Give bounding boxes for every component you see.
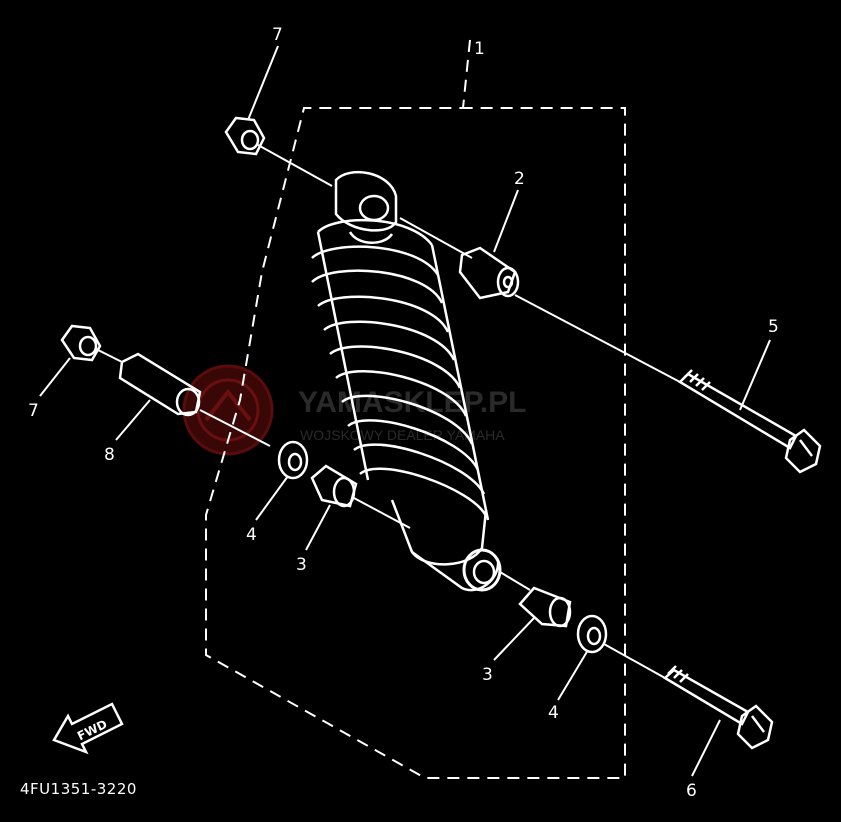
spacer-part-8 xyxy=(118,352,202,417)
shock-absorber xyxy=(311,170,502,592)
callout-1: 1 xyxy=(474,39,485,59)
collar-part-3-left xyxy=(310,464,358,508)
axis-lines xyxy=(97,144,681,679)
callout-4-right: 4 xyxy=(548,703,559,723)
washer-part-4-right xyxy=(576,614,608,654)
callout-7-top: 7 xyxy=(272,25,283,45)
callout-7-left: 7 xyxy=(28,401,39,421)
nut-part-7-top xyxy=(224,116,266,156)
collar-part-3-right xyxy=(518,586,572,628)
callout-5: 5 xyxy=(768,317,779,337)
callout-4-left: 4 xyxy=(246,525,257,545)
diagram-part-code: 4FU1351-3220 xyxy=(20,780,137,798)
front-arrow: FWD xyxy=(52,702,124,755)
shock-top-eye xyxy=(334,170,398,232)
callout-2: 2 xyxy=(514,169,525,189)
callout-3-left: 3 xyxy=(296,555,307,575)
washer-part-4-left xyxy=(277,440,309,480)
nut-part-7-left xyxy=(60,324,102,362)
callouts: 1 2 3 3 4 4 5 6 7 7 8 xyxy=(28,25,779,801)
front-arrow-icon xyxy=(52,702,124,755)
callout-3-right: 3 xyxy=(482,665,493,685)
callout-8: 8 xyxy=(104,445,115,465)
shock-bottom-eye xyxy=(411,550,500,592)
assembly-outline xyxy=(205,39,626,779)
leader-lines xyxy=(39,45,771,777)
bolt-part-6 xyxy=(662,665,774,750)
collar-part-2 xyxy=(458,246,520,300)
watermark: YAMASKLEP.PL WOJSKOWY DEALER YAMAHA xyxy=(182,364,526,456)
callout-6: 6 xyxy=(686,781,697,801)
watermark-subtitle: WOJSKOWY DEALER YAMAHA xyxy=(300,427,505,443)
watermark-title: YAMASKLEP.PL xyxy=(298,386,526,419)
bolt-part-5 xyxy=(677,369,822,474)
